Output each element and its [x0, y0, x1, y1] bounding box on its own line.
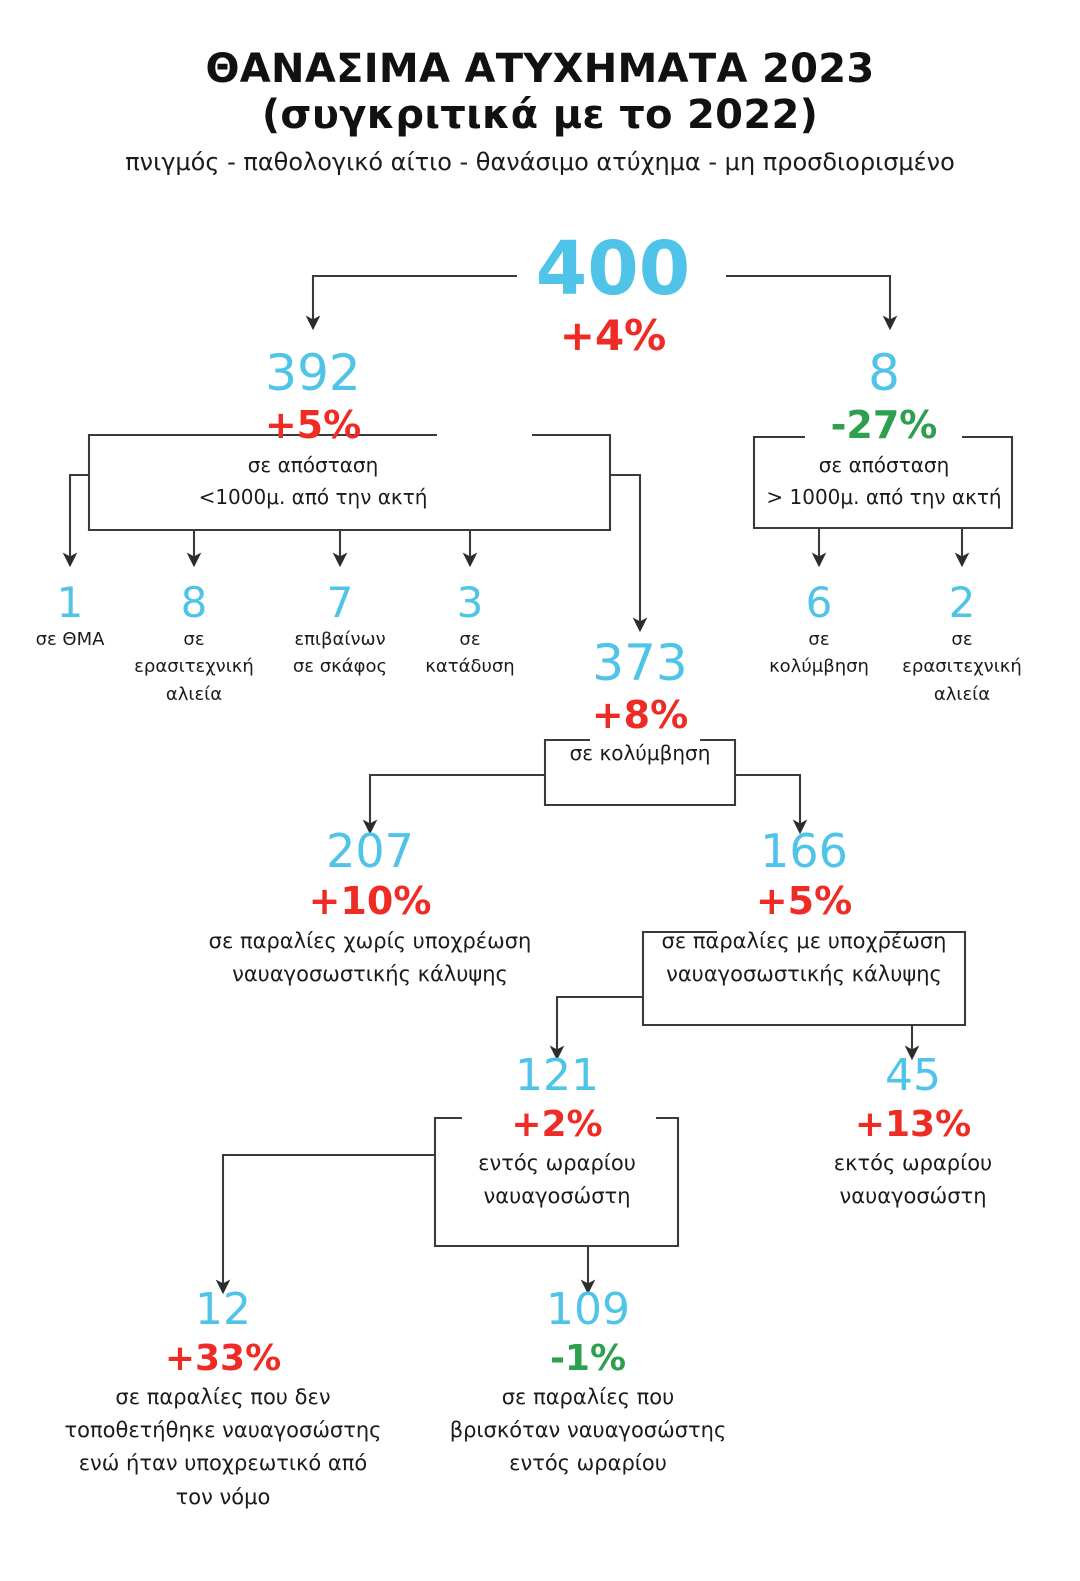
node-guard-there: 109 -1% σε παραλίες που βρισκόταν ναυαγο…	[423, 1288, 753, 1478]
node-no-guard: 12 +33% σε παραλίες που δεν τοποθετήθηκε…	[38, 1288, 408, 1511]
node-label-2-line-3: αλιεία	[933, 683, 991, 705]
edge-in-hours-to-no-guard	[215, 1153, 435, 1295]
node-label-207-line-2: ναυαγοσωστικής κάλυψης	[232, 962, 508, 987]
node-swimming: 373 +8% σε κολύμβηση	[495, 638, 785, 766]
node-total-2023: 400 +4%	[463, 232, 763, 358]
node-label-1-line-1: σε ΘΜΑ	[35, 629, 105, 650]
node-value-109: 109	[546, 1284, 630, 1335]
node-label-373-line-1: σε κολύμβηση	[569, 740, 711, 765]
node-label-45-line-2: ναυαγοσώστη	[839, 1184, 987, 1209]
node-thma: 1 σε ΘΜΑ	[0, 582, 140, 651]
node-label-8-far-line-1: σε απόσταση	[818, 452, 950, 477]
page-subtitle: πνιγμός - παθολογικό αίτιο - θανάσιμο ατ…	[125, 148, 955, 176]
node-value-8-fishing: 8	[180, 578, 208, 627]
edge-with-duty-to-in-hours	[549, 995, 643, 1061]
node-value-121: 121	[515, 1050, 599, 1101]
node-label-166-line-2: ναυαγοσωστικής κάλυψης	[666, 962, 942, 987]
node-value-3: 3	[456, 578, 484, 627]
node-change-400: +4%	[559, 311, 667, 360]
node-label-8-fishing-line-3: αλιεία	[165, 683, 223, 705]
node-value-8-far: 8	[868, 344, 900, 402]
node-label-121-line-1: εντός ωραρίου	[478, 1150, 636, 1175]
node-value-373: 373	[592, 634, 688, 692]
node-far-shore: 8 -27% σε απόσταση > 1000μ. από την ακτή	[738, 348, 1030, 510]
node-label-2-line-1: σε	[951, 629, 973, 650]
node-near-shore: 392 +5% σε απόσταση <1000μ. από την ακτή	[168, 348, 458, 510]
node-value-7: 7	[326, 578, 354, 627]
node-fishing-near: 8 σε ερασιτεχνική αλιεία	[114, 582, 274, 706]
node-in-hours: 121 +2% εντός ωραρίου ναυαγοσώστη	[437, 1054, 677, 1210]
node-change-109: -1%	[549, 1338, 627, 1379]
node-fishing-far: 2 σε ερασιτεχνική αλιεία	[882, 582, 1042, 706]
node-change-166: +5%	[755, 879, 853, 923]
node-label-8-fishing-line-2: ερασιτεχνική	[134, 656, 254, 678]
node-diving: 3 σε κατάδυση	[400, 582, 540, 679]
node-label-12-line-1: σε παραλίες που δεν	[115, 1384, 331, 1409]
node-label-8-far-line-2: > 1000μ. από την ακτή	[766, 484, 1002, 509]
node-value-6: 6	[805, 578, 833, 627]
node-change-12: +33%	[164, 1338, 282, 1379]
node-with-duty: 166 +5% σε παραλίες με υποχρέωση ναυαγοσ…	[620, 828, 988, 988]
node-label-166-line-1: σε παραλίες με υποχρέωση	[661, 928, 947, 953]
node-no-duty: 207 +10% σε παραλίες χωρίς υποχρέωση ναυ…	[160, 828, 580, 988]
node-value-166: 166	[760, 824, 848, 878]
node-label-392-line-2: <1000μ. από την ακτή	[198, 484, 428, 509]
node-change-121: +2%	[511, 1104, 603, 1145]
node-label-2-line-2: ερασιτεχνική	[902, 656, 1022, 678]
node-label-3-line-2: κατάδυση	[425, 656, 515, 678]
node-change-207: +10%	[308, 879, 432, 923]
title-line-2: (συγκριτικά με το 2022)	[261, 92, 819, 139]
node-label-207-line-1: σε παραλίες χωρίς υποχρέωση	[208, 928, 532, 953]
node-value-1: 1	[56, 578, 84, 627]
node-label-6-line-2: κολύμβηση	[769, 656, 869, 678]
node-out-hours: 45 +13% εκτός ωραρίου ναυαγοσώστη	[790, 1054, 1036, 1210]
node-label-3-line-1: σε	[459, 629, 481, 650]
node-change-373: +8%	[591, 693, 689, 737]
node-value-12: 12	[195, 1284, 251, 1335]
node-label-12-line-4: τον νόμο	[175, 1484, 271, 1509]
node-value-400: 400	[535, 226, 691, 312]
title-line-1: ΘΑΝΑΣΙΜΑ ΑΤΥΧΗΜΑΤΑ 2023	[205, 46, 875, 92]
node-boat: 7 επιβαίνων σε σκάφος	[265, 582, 415, 679]
node-label-121-line-2: ναυαγοσώστη	[483, 1184, 631, 1209]
page-title: ΘΑΝΑΣΙΜΑ ΑΤΥΧΗΜΑΤΑ 2023 (συγκριτικά με τ…	[0, 46, 1080, 139]
node-label-109-line-2: βρισκόταν ναυαγοσώστης	[449, 1418, 727, 1443]
node-label-7-line-2: σε σκάφος	[292, 656, 388, 678]
node-value-392: 392	[265, 344, 361, 402]
node-change-8-far: -27%	[830, 403, 938, 447]
node-swim-far: 6 σε κολύμβηση	[744, 582, 894, 679]
node-label-12-line-3: ενώ ήταν υποχρεωτικό από	[78, 1451, 368, 1476]
node-label-392-line-1: σε απόσταση	[247, 452, 379, 477]
node-value-2: 2	[948, 578, 976, 627]
node-change-392: +5%	[264, 403, 362, 447]
node-value-207: 207	[326, 824, 414, 878]
node-label-6-line-1: σε	[808, 629, 830, 650]
node-label-109-line-1: σε παραλίες που	[501, 1384, 675, 1409]
node-label-109-line-3: εντός ωραρίου	[509, 1451, 667, 1476]
node-label-7-line-1: επιβαίνων	[294, 629, 386, 650]
node-change-45: +13%	[854, 1104, 972, 1145]
node-label-45-line-1: εκτός ωραρίου	[833, 1150, 993, 1175]
edge-near-shore-to-swimming	[610, 473, 648, 633]
edge-near-shore-to-thma	[62, 473, 89, 568]
node-label-12-line-2: τοποθετήθηκε ναυαγοσώστης	[64, 1418, 382, 1443]
node-value-45: 45	[885, 1050, 941, 1101]
node-label-8-fishing-line-1: σε	[183, 629, 205, 650]
